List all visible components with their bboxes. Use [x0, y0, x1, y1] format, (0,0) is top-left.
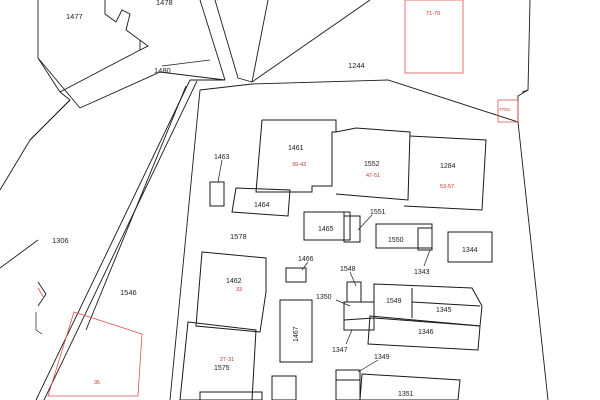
house-number-39-43: 39-43	[292, 162, 306, 168]
parcel-boundaries	[0, 0, 531, 400]
label-1465: 1465	[318, 226, 334, 233]
house-numbers: 71-79 77/81 39-43 47-51 53-57 33 27-31 3…	[94, 11, 511, 386]
red-outlines	[37, 0, 519, 397]
label-1480: 1480	[154, 66, 171, 75]
label-1351: 1351	[398, 391, 414, 398]
label-1464: 1464	[254, 202, 270, 209]
label-1477: 1477	[66, 12, 83, 21]
label-1550: 1550	[388, 237, 404, 244]
label-1551: 1551	[370, 209, 386, 216]
house-number-35: 35	[94, 380, 100, 386]
block-outline	[169, 79, 549, 400]
label-1478: 1478	[156, 0, 173, 7]
label-1343: 1343	[414, 269, 430, 276]
label-1462: 1462	[226, 278, 242, 285]
buildings	[179, 119, 493, 400]
label-1575: 1575	[214, 365, 230, 372]
house-number-47-51: 47-51	[366, 173, 380, 179]
house-number-53-57: 53-57	[440, 184, 454, 190]
label-1466: 1466	[298, 256, 314, 263]
house-number-71-79: 71-79	[426, 11, 440, 17]
leader-lines	[161, 59, 431, 373]
label-1548: 1548	[340, 266, 356, 273]
label-1461: 1461	[288, 145, 304, 152]
label-1347: 1347	[332, 347, 348, 354]
label-1467: 1467	[293, 326, 300, 342]
label-1244: 1244	[348, 61, 365, 70]
label-1552: 1552	[364, 161, 380, 168]
label-1549: 1549	[386, 298, 402, 305]
label-1546: 1546	[120, 288, 137, 297]
label-1284: 1284	[440, 163, 456, 170]
label-1306: 1306	[52, 236, 69, 245]
house-number-33: 33	[236, 287, 242, 293]
label-1345: 1345	[436, 307, 452, 314]
label-1463: 1463	[214, 154, 230, 161]
label-1578: 1578	[230, 232, 247, 241]
house-number-77-81: 77/81	[499, 107, 511, 112]
label-1346: 1346	[418, 329, 434, 336]
parcel-labels: 1477 1478 1480 1244 1306 1546 1578 1463 …	[52, 0, 478, 398]
label-1349: 1349	[374, 354, 390, 361]
label-1350: 1350	[316, 294, 332, 301]
house-number-27-31: 27-31	[220, 357, 234, 363]
label-1344: 1344	[462, 247, 478, 254]
